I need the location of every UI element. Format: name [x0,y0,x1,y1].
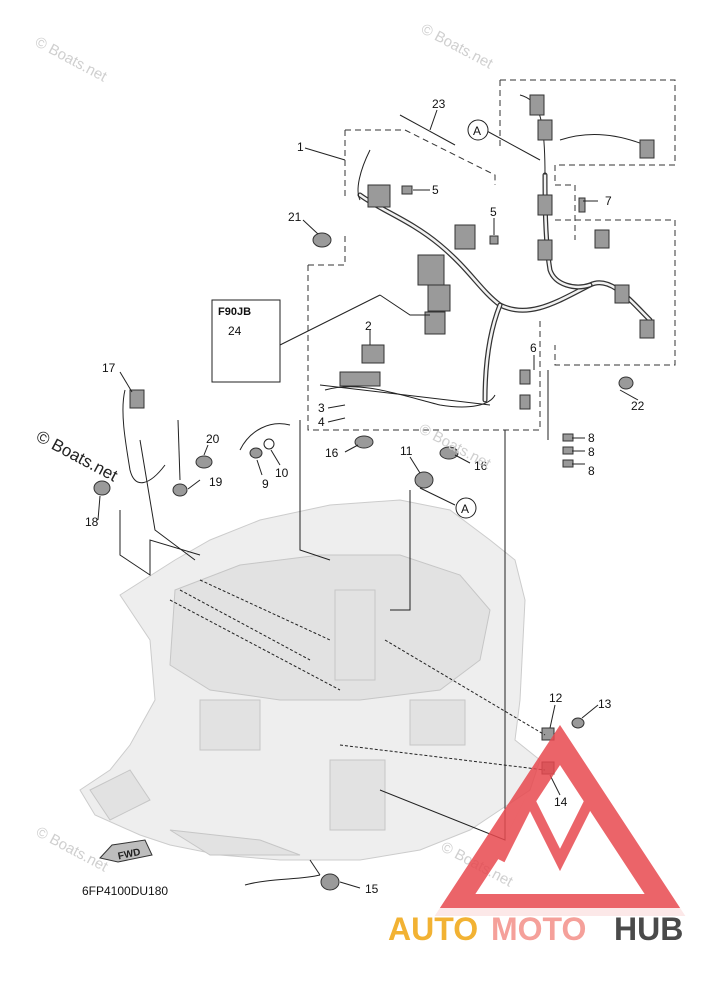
harness-group-outline [307,79,676,431]
part-label: 16 [325,446,339,460]
part-label: 1 [297,140,304,154]
part-label: 23 [432,97,446,111]
part-label: 21 [288,210,302,224]
part-label: 5 [490,205,497,219]
part-label: 18 [85,515,99,529]
part-label: 7 [605,194,612,208]
part-label: 6 [530,341,537,355]
watermark-dark: © Boats.net [33,427,121,486]
part-label: 10 [275,466,289,480]
logo-text-auto: AUTO [388,911,478,947]
part-label: 20 [206,432,220,446]
small-parts [93,114,634,891]
variant-box: F90JB 24 [211,299,281,383]
part-label: 13 [598,697,612,711]
part-label: 2 [365,319,372,333]
part-label: 15 [365,882,379,896]
part-label: 12 [549,691,563,705]
part-label: 9 [262,477,269,491]
callout-a-bottom: A [455,497,477,519]
part-label: 3 [318,401,325,415]
part-label: 17 [102,361,116,375]
svg-text:© Boats.net: © Boats.net [416,421,494,473]
diagram-code: 6FP4100DU180 [82,884,168,898]
svg-text:© Boats.net: © Boats.net [418,21,496,73]
leader-lines [97,109,639,889]
variant-part-number: 24 [228,324,242,338]
logo-text-moto: MOTO [491,911,586,947]
fwd-label: FWD [117,847,142,862]
variant-label: F90JB [218,306,251,318]
callout-a-top: A [467,119,489,141]
part-label: 14 [554,795,568,809]
fwd-arrow: FWD [99,839,153,863]
part-label: 19 [209,475,223,489]
automotohub-logo-mark [434,724,686,916]
part-label: 8 [588,431,595,445]
wire-harness [319,94,655,408]
part-label: 5 [432,183,439,197]
part-label: 16 [474,459,488,473]
part-label: 8 [588,445,595,459]
svg-text:© Boats.net: © Boats.net [33,824,111,876]
part-label: 22 [631,399,645,413]
engine-block [79,499,541,861]
part-label: 4 [318,415,325,429]
svg-text:© Boats.net: © Boats.net [32,34,110,86]
part-number-labels: 1 2 3 4 5 5 6 7 8 8 8 9 10 11 12 13 14 1… [85,97,645,896]
part-label: 11 [400,444,413,458]
svg-text:A: A [461,502,469,516]
part-label: 8 [588,464,595,478]
svg-text:A: A [473,124,481,138]
logo-text-hub: HUB [614,911,683,947]
